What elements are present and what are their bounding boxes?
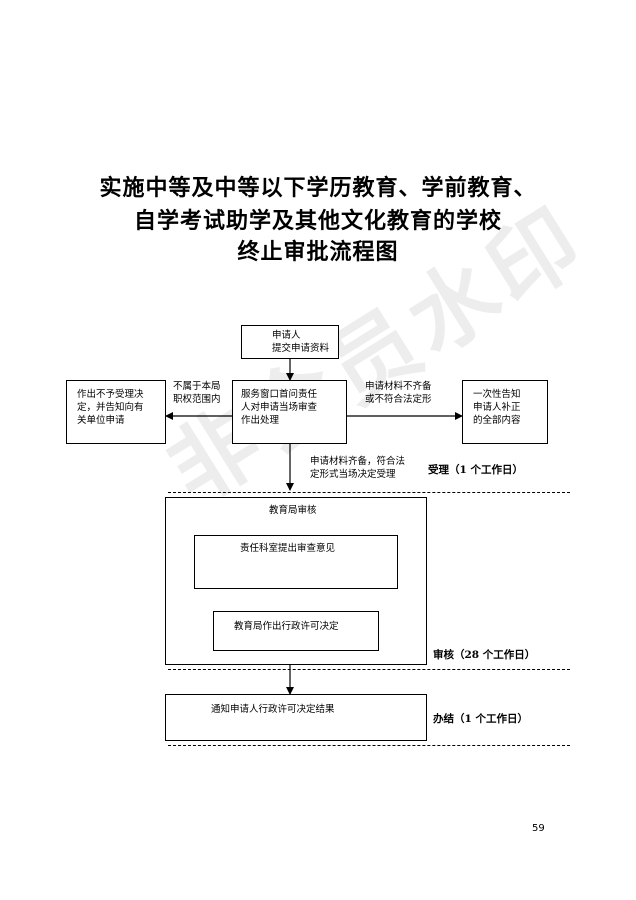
title-line-2: 自学考试助学及其他文化教育的学校 xyxy=(133,208,502,234)
stage-accept: 受理（1 个工作日） xyxy=(428,464,523,476)
label-incomplete: 申请材料不齐备 或不符合法定形 xyxy=(365,381,432,405)
apply-box: 申请人 提交申请资料 xyxy=(241,325,339,359)
page-number: 59 xyxy=(532,823,545,834)
title-line-1: 实施中等及中等以下学历教育、学前教育、 xyxy=(99,175,537,201)
notify-supplement-box: 一次性告知 申请人补正 的全部内容 xyxy=(462,380,548,444)
apply-text: 申请人 提交申请资料 xyxy=(272,330,330,354)
opinion-box: 责任科室提出审查意见 xyxy=(194,535,398,589)
window-processing-text: 服务窗口首问责任 人对申请当场审查 作出处理 xyxy=(241,389,318,426)
window-processing-box: 服务窗口首问责任 人对申请当场审查 作出处理 xyxy=(232,380,347,444)
divider-accept xyxy=(168,492,570,493)
reject-text: 作出不予受理决 定，并告知向有 关单位申请 xyxy=(77,389,144,426)
notify-supplement-text: 一次性告知 申请人补正 的全部内容 xyxy=(473,389,521,426)
stage-finish: 办结（1 个工作日） xyxy=(433,713,528,725)
opinion-text: 责任科室提出审查意见 xyxy=(240,543,336,554)
title-line-3: 终止审批流程图 xyxy=(237,239,399,265)
decision-text: 教育局作出行政许可决定 xyxy=(234,621,339,632)
divider-finish xyxy=(168,745,570,746)
notify-result-box: 通知申请人行政许可决定结果 xyxy=(165,694,427,741)
reject-box: 作出不予受理决 定，并告知向有 关单位申请 xyxy=(66,380,166,444)
divider-review xyxy=(168,669,570,670)
label-complete: 申请材料齐备，符合法 定形式当场决定受理 xyxy=(310,456,406,480)
stage-review: 审核（28 个工作日） xyxy=(433,649,536,661)
notify-result-text: 通知申请人行政许可决定结果 xyxy=(211,704,335,715)
decision-box: 教育局作出行政许可决定 xyxy=(213,611,379,651)
review-container-title: 教育局审核 xyxy=(269,505,317,516)
label-not-in-scope: 不属于本局 职权范围内 xyxy=(173,381,221,405)
